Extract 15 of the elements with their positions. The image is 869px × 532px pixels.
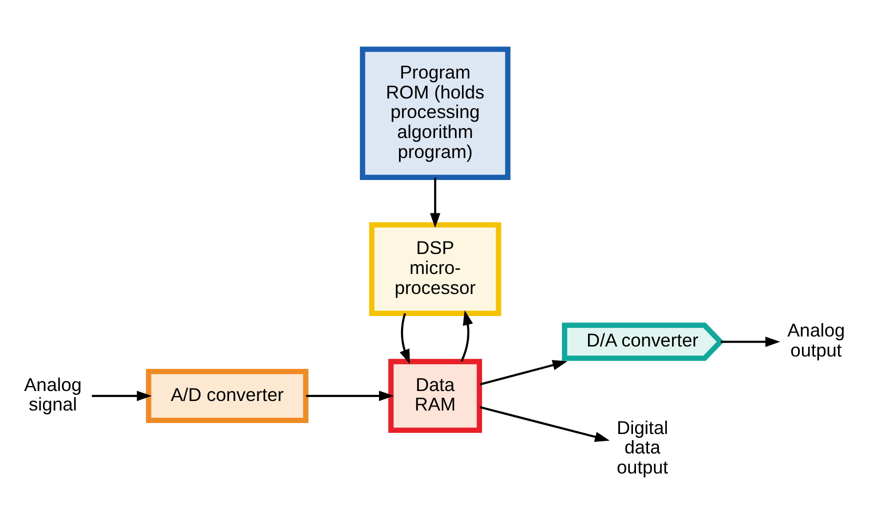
node-text: Digital data output [616,416,668,477]
arrow [480,406,610,442]
node-text: Analog signal [24,373,82,414]
node-box: Program ROM (holds processing algorithm program) [360,46,510,180]
node-text: Analog output [787,319,845,360]
arrow [306,390,394,401]
node-box: Data RAM [388,358,482,432]
arrow [92,390,152,401]
arrow [400,312,410,364]
arrow [460,310,473,362]
arrow [480,360,568,385]
node-box: A/D converter [146,368,308,422]
arrow [430,177,440,228]
arrow [720,336,780,346]
node-box: DSP micro- processor [369,222,502,316]
